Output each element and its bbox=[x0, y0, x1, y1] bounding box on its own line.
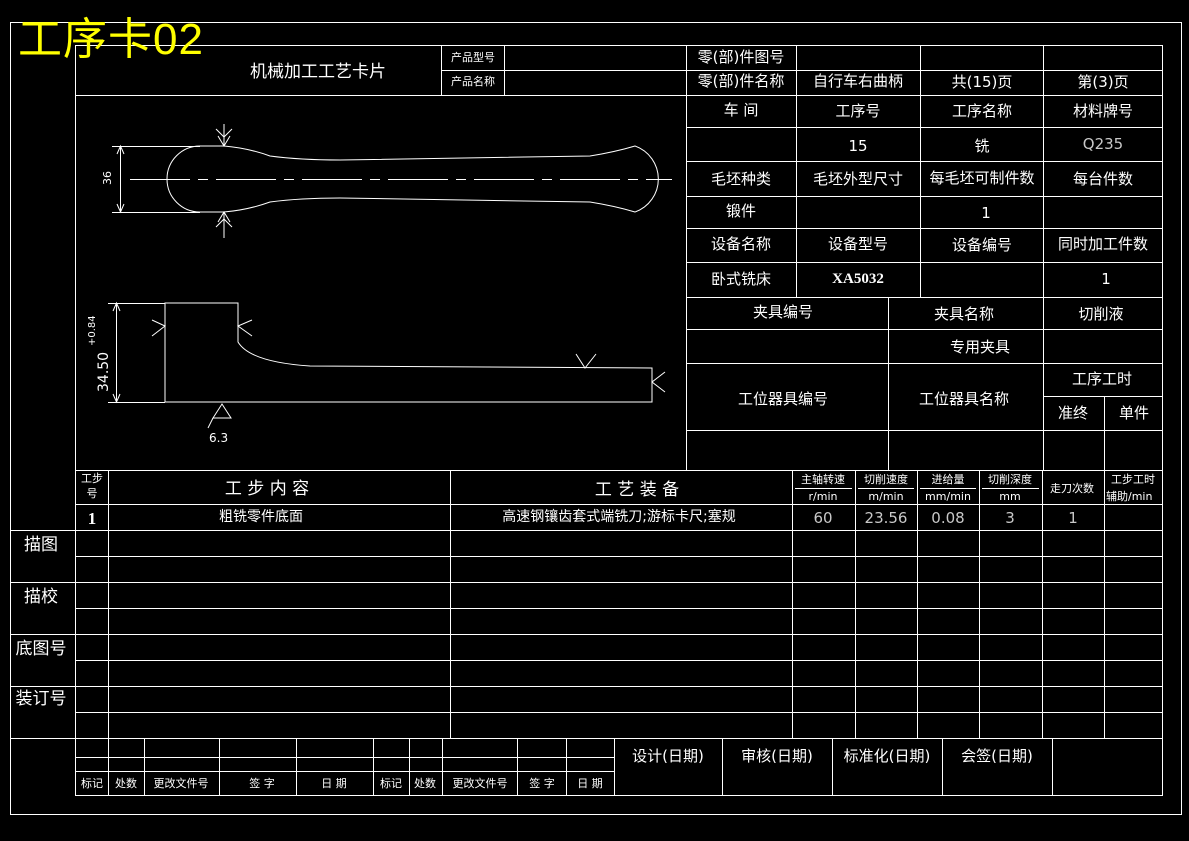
fixture-name-label: 夹具名称 bbox=[933, 305, 995, 323]
equipment-header: 工 艺 装 备 bbox=[594, 480, 680, 500]
speed-unit: m/min bbox=[868, 490, 904, 503]
side-label-base-drawing-no: 底图号 bbox=[15, 639, 67, 659]
op-time-label: 工序工时 bbox=[1071, 370, 1133, 388]
blank-size-label: 毛坯外型尺寸 bbox=[812, 170, 904, 188]
blank-type-label: 毛坯种类 bbox=[710, 170, 772, 188]
footer-signature: 签 字 bbox=[249, 777, 275, 790]
speed-header: 切削速度 bbox=[864, 473, 908, 486]
op-no-value: 15 bbox=[848, 137, 868, 155]
step-passes: 1 bbox=[1068, 509, 1078, 527]
content-header: 工 步 内 容 bbox=[224, 479, 310, 499]
simul-label: 同时加工件数 bbox=[1057, 235, 1149, 253]
feed-header: 进给量 bbox=[931, 473, 965, 486]
product-name-label: 产品名称 bbox=[451, 75, 495, 88]
part-name-value: 自行车右曲柄 bbox=[812, 72, 904, 90]
step-speed: 23.56 bbox=[864, 509, 908, 527]
fixture-name-value: 专用夹具 bbox=[949, 338, 1011, 356]
step-no: 1 bbox=[87, 509, 97, 528]
roughness-value: 6.3 bbox=[209, 431, 229, 445]
equip-no-label: 设备编号 bbox=[951, 236, 1013, 254]
passes-header: 走刀次数 bbox=[1050, 482, 1094, 495]
step-depth: 3 bbox=[1005, 509, 1015, 527]
footer-place: 处数 bbox=[115, 777, 137, 790]
countersign-label: 会签(日期) bbox=[961, 747, 1033, 765]
page-no: 第(3)页 bbox=[1077, 73, 1129, 91]
product-model-label: 产品型号 bbox=[451, 51, 495, 64]
dim-width: 36 bbox=[101, 171, 114, 185]
simul-value: 1 bbox=[1101, 270, 1111, 288]
time-unit: 辅助/min bbox=[1106, 490, 1153, 503]
doc-name: 机械加工工艺卡片 bbox=[250, 62, 386, 82]
per-machine-label: 每台件数 bbox=[1072, 170, 1134, 188]
footer-change-doc: 更改文件号 bbox=[153, 777, 209, 790]
step-equipment: 高速钢镶齿套式端铣刀;游标卡尺;塞规 bbox=[502, 509, 736, 525]
material-value: Q235 bbox=[1082, 135, 1124, 153]
coolant-label: 切削液 bbox=[1078, 305, 1124, 323]
crank-side-view-outline bbox=[164, 302, 653, 403]
footer-place-2: 处数 bbox=[414, 777, 436, 790]
blank-type-value: 锻件 bbox=[725, 202, 757, 220]
workshop-label: 车 间 bbox=[723, 101, 759, 119]
side-label-binding-no: 装订号 bbox=[15, 689, 67, 709]
per-blank-label: 每毛坯可制件数 bbox=[929, 169, 1035, 187]
dim-tolerance: +0.84 bbox=[87, 315, 98, 346]
time-header: 工步工时 bbox=[1111, 473, 1155, 486]
station-tool-no-label: 工位器具编号 bbox=[737, 390, 829, 408]
step-content: 粗铣零件底面 bbox=[219, 509, 303, 525]
design-label: 设计(日期) bbox=[632, 747, 704, 765]
material-label: 材料牌号 bbox=[1072, 102, 1134, 120]
depth-header: 切削深度 bbox=[988, 473, 1032, 486]
feed-unit: mm/min bbox=[925, 490, 971, 503]
station-tool-name-label: 工位器具名称 bbox=[918, 390, 1010, 408]
op-no-label: 工序号 bbox=[835, 102, 881, 120]
fixture-no-label: 夹具编号 bbox=[752, 303, 814, 321]
step-no-header-1: 工步 bbox=[81, 472, 103, 485]
step-spindle: 60 bbox=[813, 509, 833, 527]
total-pages: 共(15)页 bbox=[951, 73, 1013, 91]
prep-time-label: 准终 bbox=[1057, 404, 1089, 422]
footer-date-2: 日 期 bbox=[577, 777, 603, 790]
op-name-label: 工序名称 bbox=[951, 102, 1013, 120]
equip-model-label: 设备型号 bbox=[827, 235, 889, 253]
part-drawing-no-label: 零(部)件图号 bbox=[697, 48, 785, 66]
part-name-label: 零(部)件名称 bbox=[697, 72, 785, 90]
dim-height: 34.50 bbox=[96, 351, 112, 392]
review-label: 审核(日期) bbox=[741, 747, 813, 765]
step-feed: 0.08 bbox=[931, 509, 965, 527]
footer-mark: 标记 bbox=[81, 777, 103, 790]
equip-name-label: 设备名称 bbox=[710, 235, 772, 253]
equip-name-value: 卧式铣床 bbox=[710, 270, 772, 288]
equip-model-value: XA5032 bbox=[832, 271, 884, 287]
side-label-trace-check: 描校 bbox=[24, 587, 58, 607]
footer-signature-2: 签 字 bbox=[529, 777, 555, 790]
footer-mark-2: 标记 bbox=[380, 777, 402, 790]
step-no-header-2: 号 bbox=[86, 487, 98, 500]
footer-date: 日 期 bbox=[321, 777, 347, 790]
per-blank-value: 1 bbox=[981, 204, 991, 222]
depth-unit: mm bbox=[999, 490, 1021, 503]
standard-label: 标准化(日期) bbox=[843, 747, 931, 765]
op-name-value: 铣 bbox=[974, 137, 990, 155]
spindle-unit: r/min bbox=[808, 490, 838, 503]
footer-change-doc-2: 更改文件号 bbox=[452, 777, 508, 790]
unit-time-label: 单件 bbox=[1118, 404, 1150, 422]
card-title: 工序卡02 bbox=[18, 15, 204, 64]
side-label-trace: 描图 bbox=[24, 535, 58, 555]
spindle-header: 主轴转速 bbox=[801, 473, 845, 486]
